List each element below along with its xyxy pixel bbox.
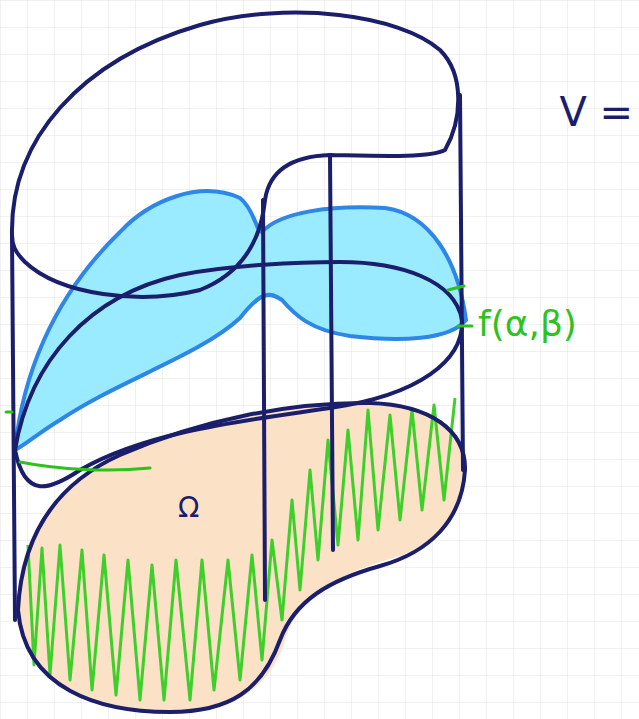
region-label: Ω (178, 494, 199, 522)
tick-mark (6, 411, 12, 414)
surface-f (15, 191, 466, 450)
function-label: f(α,β) (478, 306, 577, 342)
edge-line (12, 235, 15, 620)
edge-line (330, 155, 333, 550)
bottom-cap (18, 403, 465, 712)
green-stroke (20, 462, 150, 470)
edge-line (460, 95, 463, 470)
section-curve (15, 262, 462, 486)
edge-line (263, 200, 265, 600)
top-cap (12, 13, 458, 297)
tick-mark (448, 286, 464, 290)
hatching (28, 398, 455, 700)
tick-mark (458, 325, 472, 328)
volume-label: V = (559, 92, 633, 132)
